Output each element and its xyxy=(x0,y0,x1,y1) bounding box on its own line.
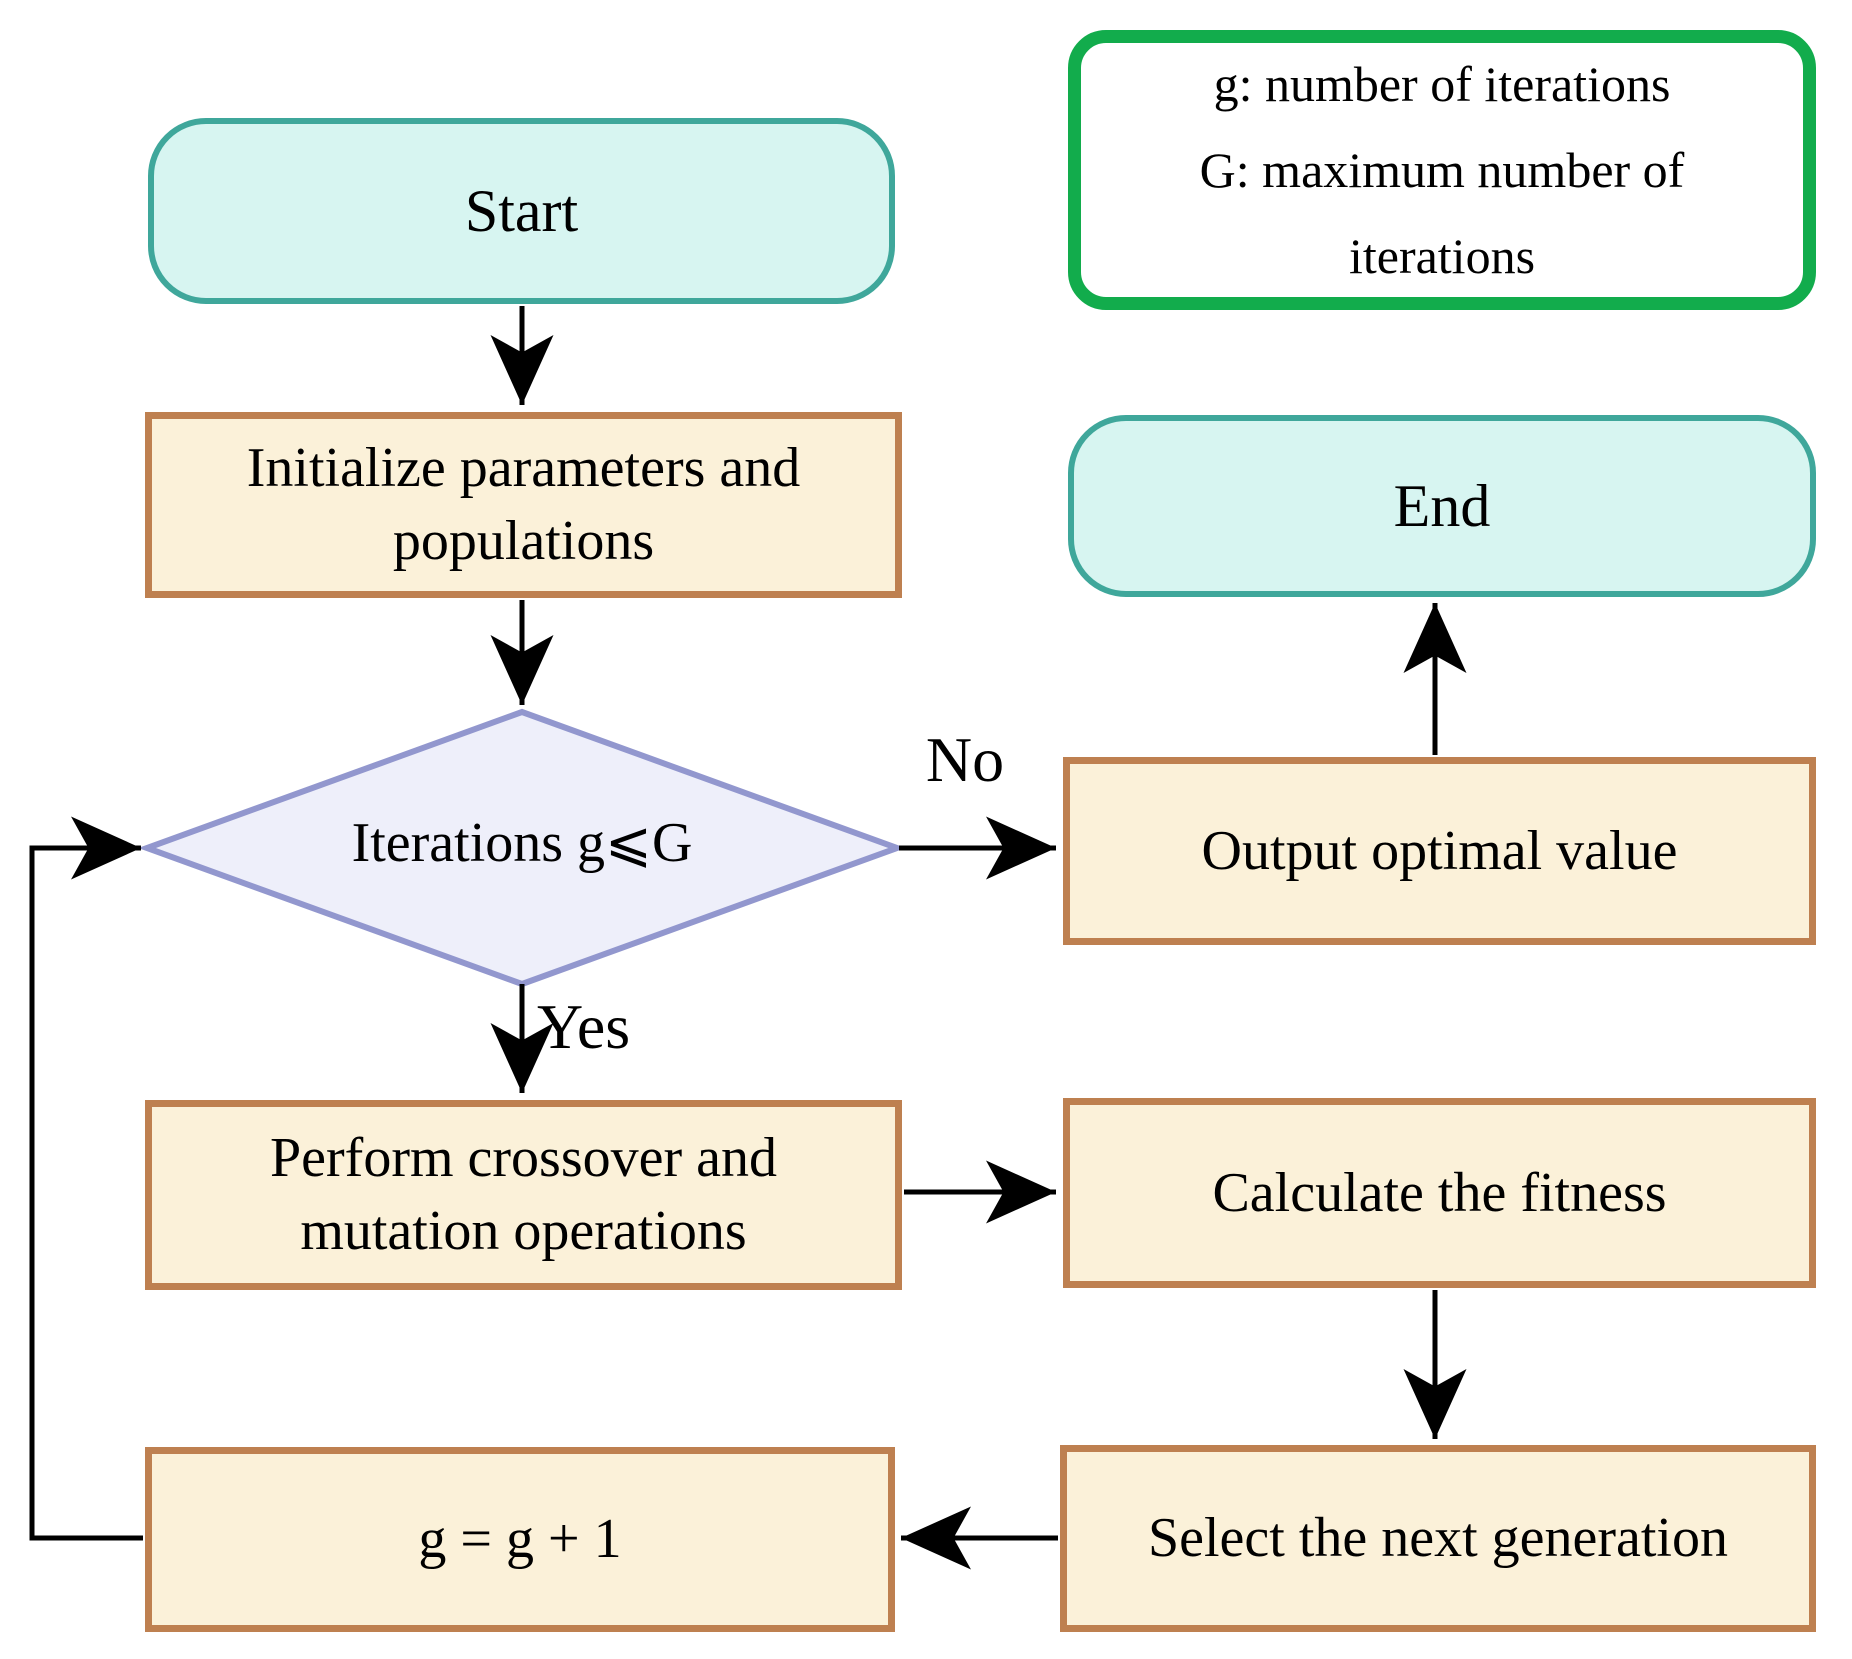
node-end: End xyxy=(1068,415,1816,597)
node-output-optimal-value: Output optimal value xyxy=(1063,757,1816,945)
edge-label-no: No xyxy=(925,724,1005,795)
legend-line-g: g: number of iterations xyxy=(1213,56,1671,112)
node-decision-iterations: Iterations g⩽G xyxy=(351,812,693,874)
node-perform-crossover-mutation: Perform crossover and mutation operation… xyxy=(145,1100,902,1290)
node-select-next-generation: Select the next generation xyxy=(1060,1445,1816,1632)
legend-box: g: number of iterations G: maximum numbe… xyxy=(1068,30,1816,310)
node-increment-g: g = g + 1 xyxy=(145,1447,895,1632)
node-calculate-fitness: Calculate the fitness xyxy=(1063,1098,1816,1288)
node-start: Start xyxy=(148,118,895,304)
edge-label-yes: Yes xyxy=(537,991,631,1062)
node-initialize-parameters: Initialize parameters and populations xyxy=(145,412,902,598)
legend-line-G: G: maximum number of iterations xyxy=(1199,142,1685,284)
arrow-increment-loop-to-decision xyxy=(29,816,143,1541)
